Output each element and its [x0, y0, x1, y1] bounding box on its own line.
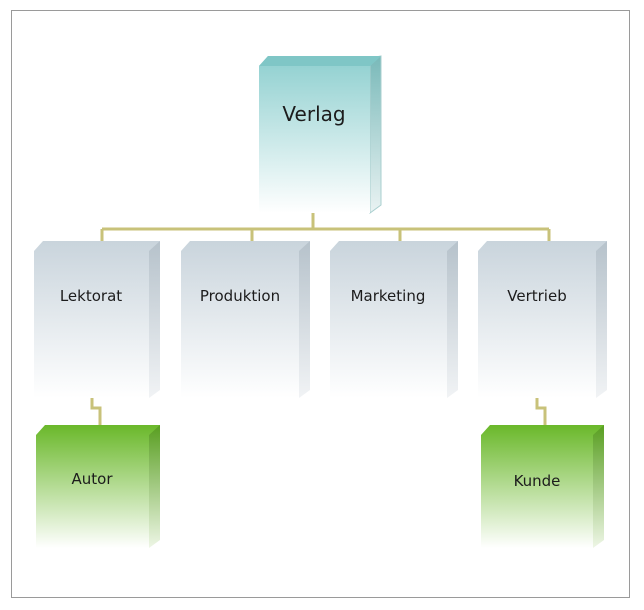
box-side: [447, 241, 458, 398]
box-face: [34, 241, 160, 398]
box-side: [369, 55, 382, 214]
node-lektorat: Lektorat: [34, 241, 160, 398]
node-verlag: Verlag: [259, 55, 382, 214]
box-side: [596, 241, 607, 398]
node-label: Marketing: [351, 287, 426, 305]
box-face: [330, 241, 458, 398]
node-kunde: Kunde: [481, 425, 604, 548]
node-produktion: Produktion: [181, 241, 310, 398]
connector-lektorat-autor: [90, 397, 102, 425]
box-side: [593, 425, 604, 548]
node-label: Kunde: [514, 472, 561, 490]
node-label: Verlag: [282, 102, 345, 126]
box-face: [478, 241, 607, 398]
node-label: Produktion: [200, 287, 280, 305]
box-face: [181, 241, 310, 398]
connectors: [90, 213, 551, 425]
node-marketing: Marketing: [330, 241, 458, 398]
node-label: Vertrieb: [507, 287, 566, 305]
box-face: [481, 425, 604, 548]
node-autor: Autor: [36, 425, 160, 548]
box-face: [259, 56, 381, 213]
box-face: [36, 425, 160, 548]
box-side: [149, 425, 160, 548]
box-side: [149, 241, 160, 398]
box-side: [299, 241, 310, 398]
node-label: Lektorat: [60, 287, 122, 305]
node-label: Autor: [72, 470, 114, 488]
connector-vertrieb-kunde: [535, 397, 547, 425]
box-top: [259, 56, 381, 66]
node-vertrieb: Vertrieb: [478, 241, 607, 398]
